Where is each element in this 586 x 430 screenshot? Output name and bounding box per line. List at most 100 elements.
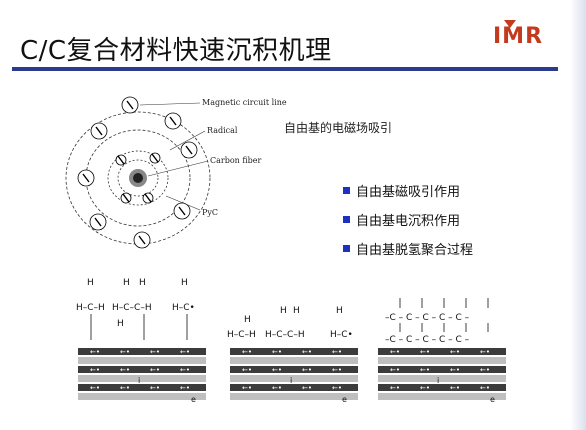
panel-a-h: H: [139, 278, 146, 288]
flow-arrow-icon: ←•: [450, 384, 460, 392]
layer-strip: [230, 357, 358, 364]
flow-arrow-icon: ←•: [332, 348, 342, 356]
flow-arrow-icon: ←•: [332, 384, 342, 392]
side-gradient: [570, 0, 586, 430]
flow-arrow-icon: ←•: [180, 384, 190, 392]
logo-text: IMR: [493, 24, 544, 49]
radical-icon: [89, 213, 107, 231]
label-radical: Radical: [207, 126, 238, 135]
flow-arrow-icon: ←•: [242, 348, 252, 356]
flow-arrow-icon: ←•: [90, 366, 100, 374]
panel-a-mol: H–C•: [172, 303, 195, 313]
mark-i: i: [290, 376, 292, 385]
radical-icon: [121, 96, 139, 114]
panel-a-mol: H–C–H: [76, 303, 105, 313]
flow-arrow-icon: ←•: [420, 384, 430, 392]
radical-icon: [133, 231, 151, 249]
flow-arrow-icon: ←•: [390, 366, 400, 374]
bullet-square-icon: [343, 187, 350, 194]
bullet-item: 自由基电沉积作用: [343, 205, 473, 234]
flow-arrow-icon: ←•: [120, 366, 130, 374]
layer-strip: [378, 348, 506, 355]
bullet-square-icon: [343, 245, 350, 252]
bullet-square-icon: [343, 216, 350, 223]
flow-arrow-icon: ←•: [390, 384, 400, 392]
flow-arrow-icon: ←•: [272, 366, 282, 374]
flow-arrow-icon: ←•: [90, 348, 100, 356]
panel-a-h: H: [87, 278, 94, 288]
radical-icon: [180, 141, 198, 159]
flow-arrow-icon: ←•: [180, 366, 190, 374]
label-magnetic: Magnetic circuit line: [202, 98, 287, 107]
flow-arrow-icon: ←•: [150, 384, 160, 392]
layer-strip: [230, 348, 358, 355]
layer-strip: [378, 357, 506, 364]
flow-arrow-icon: ←•: [390, 348, 400, 356]
layer-strip: [78, 366, 206, 373]
panel-a-mol: H–C–C–H: [112, 303, 152, 313]
mark-e: e: [342, 395, 347, 404]
flow-arrow-icon: ←•: [180, 348, 190, 356]
layer-strip: [378, 384, 506, 391]
flow-arrow-icon: ←•: [332, 366, 342, 374]
title-underline: [12, 67, 558, 71]
layer-strip: [378, 366, 506, 373]
flow-arrow-icon: ←•: [450, 348, 460, 356]
layer-strip: [78, 384, 206, 391]
carbon-fiber-core: [129, 169, 147, 187]
radical-icon: [142, 192, 154, 204]
radical-icon: [173, 202, 191, 220]
panel-b-h: H: [280, 306, 287, 316]
panel-c-chain: –C – C – C – C – C –: [385, 313, 470, 323]
radical-icon: [90, 122, 108, 140]
flow-arrow-icon: ←•: [480, 384, 490, 392]
layer-strip: [230, 384, 358, 391]
panel-b-mol: H–C•: [330, 330, 353, 340]
flow-arrow-icon: ←•: [420, 348, 430, 356]
flow-arrow-icon: ←•: [120, 384, 130, 392]
layer-strip: [78, 375, 206, 382]
radical-icon: [77, 169, 95, 187]
panel-b-h-small: H: [244, 315, 251, 325]
panel-a-h: H: [181, 278, 188, 288]
panel-b-mol: H–C–H: [227, 330, 256, 340]
flow-arrow-icon: ←•: [90, 384, 100, 392]
mark-e: e: [191, 395, 196, 404]
mark-i: i: [437, 376, 439, 385]
panel-b-h: H: [293, 306, 300, 316]
radical-icon: [149, 152, 161, 164]
panel-a-h: H: [123, 278, 130, 288]
panel-b-mol: H–C–C–H: [265, 330, 305, 340]
imr-logo: [504, 20, 516, 28]
panel-b-h: H: [336, 306, 343, 316]
flow-arrow-icon: ←•: [120, 348, 130, 356]
caption-magnetic-attraction: 自由基的电磁场吸引: [284, 121, 393, 135]
label-pyc: PyC: [202, 208, 218, 217]
flow-arrow-icon: ←•: [242, 366, 252, 374]
mark-e: e: [490, 395, 495, 404]
flow-arrow-icon: ←•: [302, 366, 312, 374]
flow-arrow-icon: ←•: [302, 348, 312, 356]
bullet-list: 自由基磁吸引作用 自由基电沉积作用 自由基脱氢聚合过程: [343, 176, 473, 263]
flow-arrow-icon: ←•: [480, 366, 490, 374]
flow-arrow-icon: ←•: [150, 348, 160, 356]
layer-strip: [78, 393, 206, 400]
layer-strip: [378, 375, 506, 382]
radical-icon: [120, 192, 132, 204]
flow-arrow-icon: ←•: [272, 384, 282, 392]
layer-strip: [230, 366, 358, 373]
flow-arrow-icon: ←•: [242, 384, 252, 392]
bullet-item: 自由基脱氢聚合过程: [343, 234, 473, 263]
layer-strip: [230, 393, 358, 400]
flow-arrow-icon: ←•: [480, 348, 490, 356]
flow-arrow-icon: ←•: [150, 366, 160, 374]
layer-strip: [230, 375, 358, 382]
flow-arrow-icon: ←•: [272, 348, 282, 356]
flow-arrow-icon: ←•: [302, 384, 312, 392]
mark-i: i: [138, 376, 140, 385]
radical-icon: [115, 154, 127, 166]
slide-title: C/C复合材料快速沉积机理: [20, 36, 332, 66]
layer-strip: [378, 393, 506, 400]
flow-arrow-icon: ←•: [420, 366, 430, 374]
panel-a-h-bottom: H: [117, 319, 124, 329]
